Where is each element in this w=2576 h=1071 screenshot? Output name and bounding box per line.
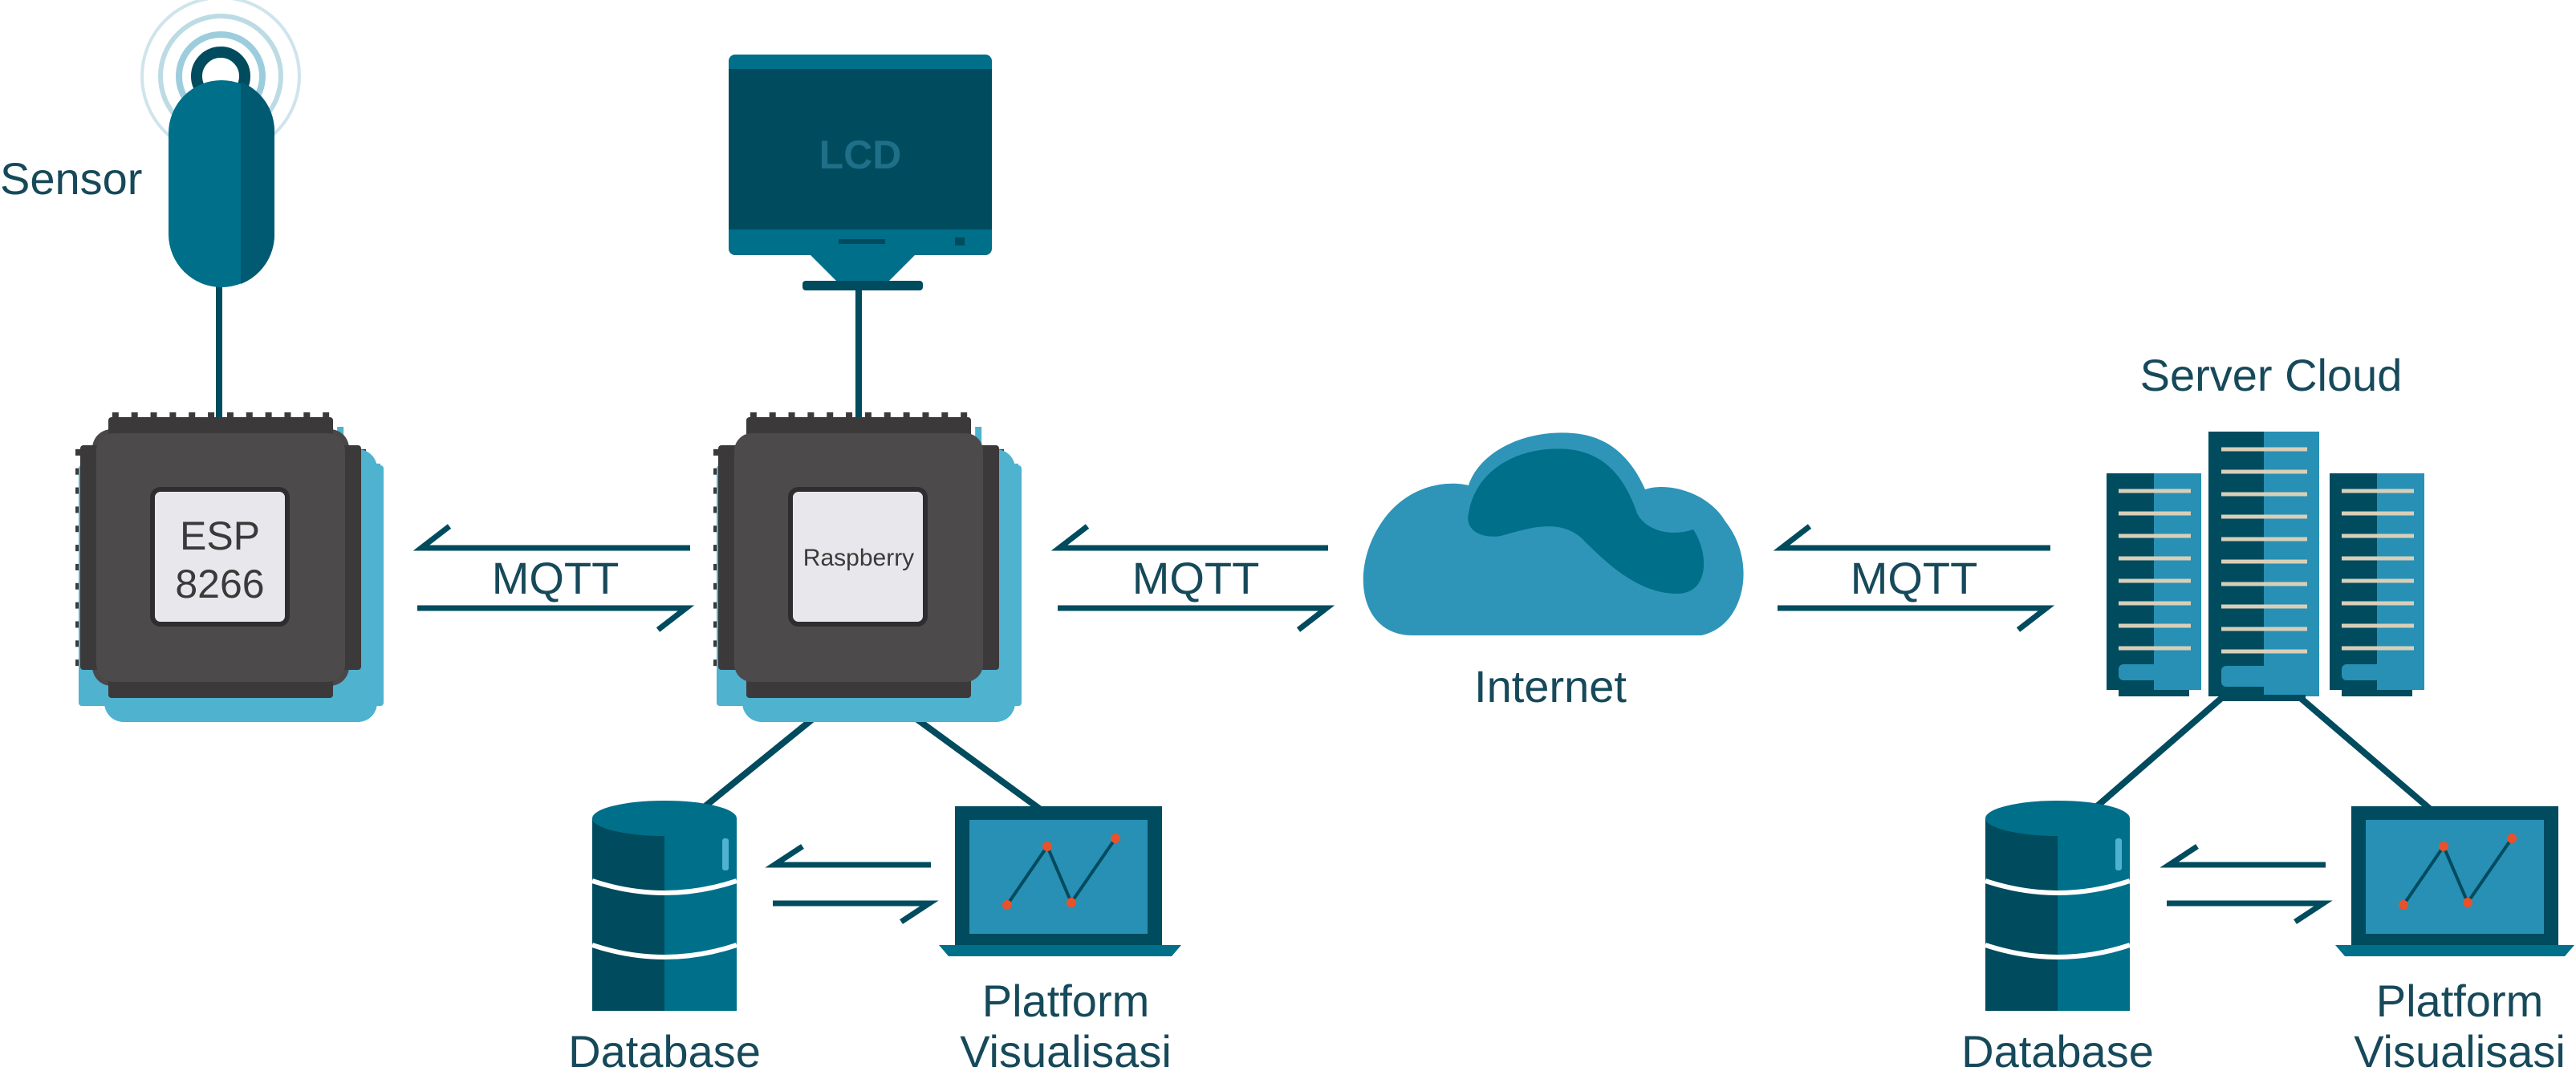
cloud-icon	[1363, 432, 1744, 635]
server-database-link	[2088, 687, 2233, 815]
database-icon-local	[591, 801, 737, 1011]
esp-label-2: 8266	[175, 562, 264, 606]
mqtt-label-1: MQTT	[492, 553, 620, 603]
platform-label-local-1: Platform	[982, 976, 1150, 1026]
platform-label-local-2: Visualisasi	[960, 1026, 1172, 1071]
laptop-chart-icon-local	[939, 806, 1181, 956]
lcd-label: LCD	[819, 132, 902, 177]
database-label-local: Database	[568, 1026, 761, 1071]
mqtt-arrows-3	[1773, 524, 2055, 632]
raspberry-label: Raspberry	[803, 545, 914, 571]
raspberry-chip-icon	[717, 417, 1022, 722]
raspberry-platform-link	[896, 703, 1044, 813]
database-icon-cloud	[1985, 801, 2131, 1011]
esp-chip-icon	[79, 417, 384, 722]
sensor-label: Sensor	[0, 153, 142, 204]
db-platform-arrows-cloud	[2160, 844, 2333, 924]
db-platform-arrows-local	[765, 844, 939, 924]
database-label-cloud: Database	[1961, 1026, 2154, 1071]
mqtt-label-2: MQTT	[1132, 553, 1260, 603]
mqtt-arrows-2	[1050, 524, 1335, 632]
platform-label-cloud-1: Platform	[2376, 976, 2544, 1026]
server-platform-link	[2289, 687, 2434, 813]
server-cloud-label: Server Cloud	[2140, 350, 2403, 400]
internet-label: Internet	[1474, 661, 1627, 712]
lcd-monitor-icon	[729, 55, 992, 290]
server-rack-icon	[2107, 432, 2424, 701]
sensor-icon	[140, 0, 301, 287]
laptop-chart-icon-cloud	[2335, 806, 2574, 956]
platform-label-cloud-2: Visualisasi	[2354, 1026, 2566, 1071]
mqtt-label-3: MQTT	[1851, 553, 1978, 603]
esp-label-1: ESP	[180, 513, 260, 558]
mqtt-arrows-1	[412, 524, 695, 632]
